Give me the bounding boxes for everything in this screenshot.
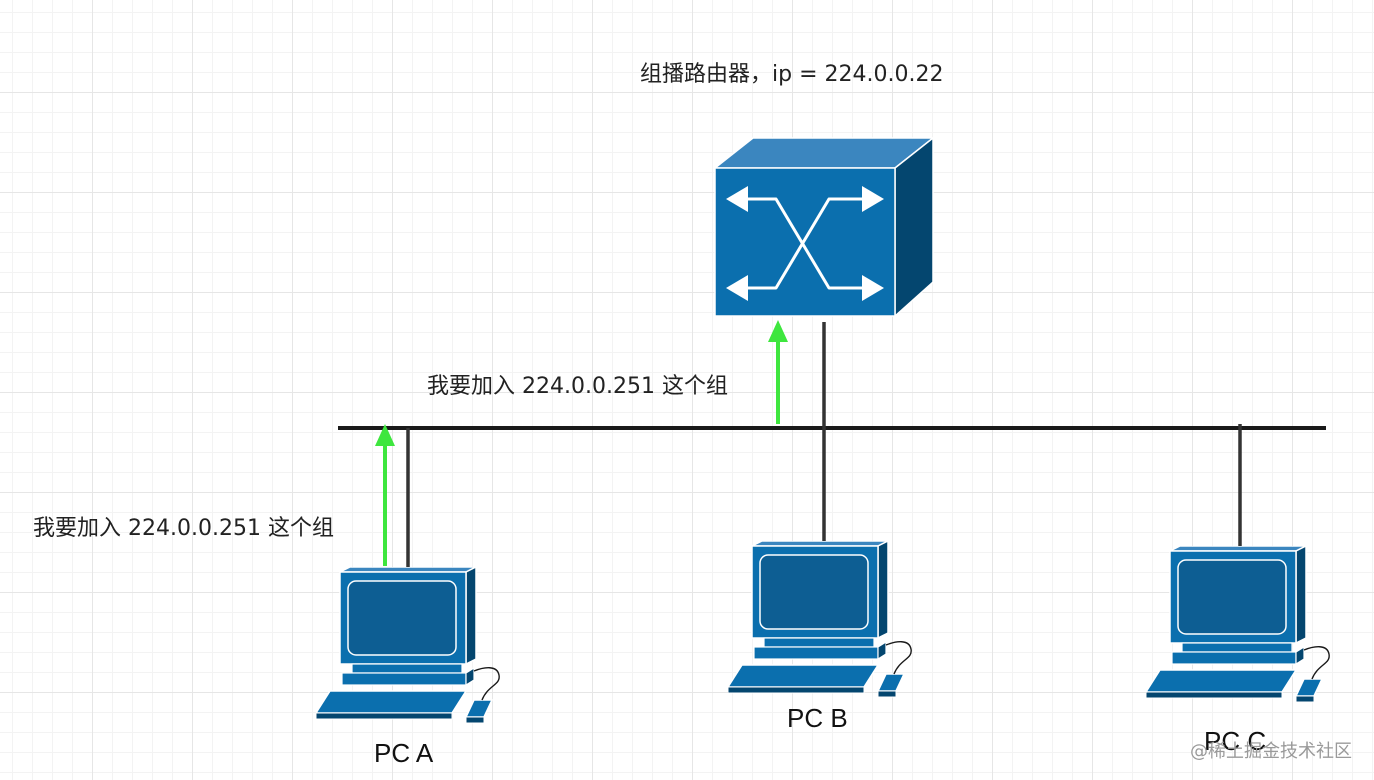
watermark-text: @稀土掘金技术社区 <box>1190 741 1352 762</box>
multicast-router-icon <box>712 136 936 318</box>
pc-b-computer-icon <box>728 541 912 698</box>
join-arrow-router <box>768 320 788 424</box>
join-message-from-pc-a: 我要加入 224.0.0.251 这个组 <box>33 516 334 541</box>
pc-a-label: PC A <box>374 738 434 768</box>
join-message-to-router: 我要加入 224.0.0.251 这个组 <box>427 374 728 399</box>
pc-b-label: PC B <box>787 703 848 733</box>
pc-c-computer-icon <box>1146 546 1330 703</box>
pc-c-label: PC C <box>1204 726 1267 756</box>
router-label: 组播路由器，ip = 224.0.0.22 <box>640 62 944 87</box>
pc-a-computer-icon <box>316 567 500 724</box>
join-arrow-pc-a <box>375 424 395 566</box>
